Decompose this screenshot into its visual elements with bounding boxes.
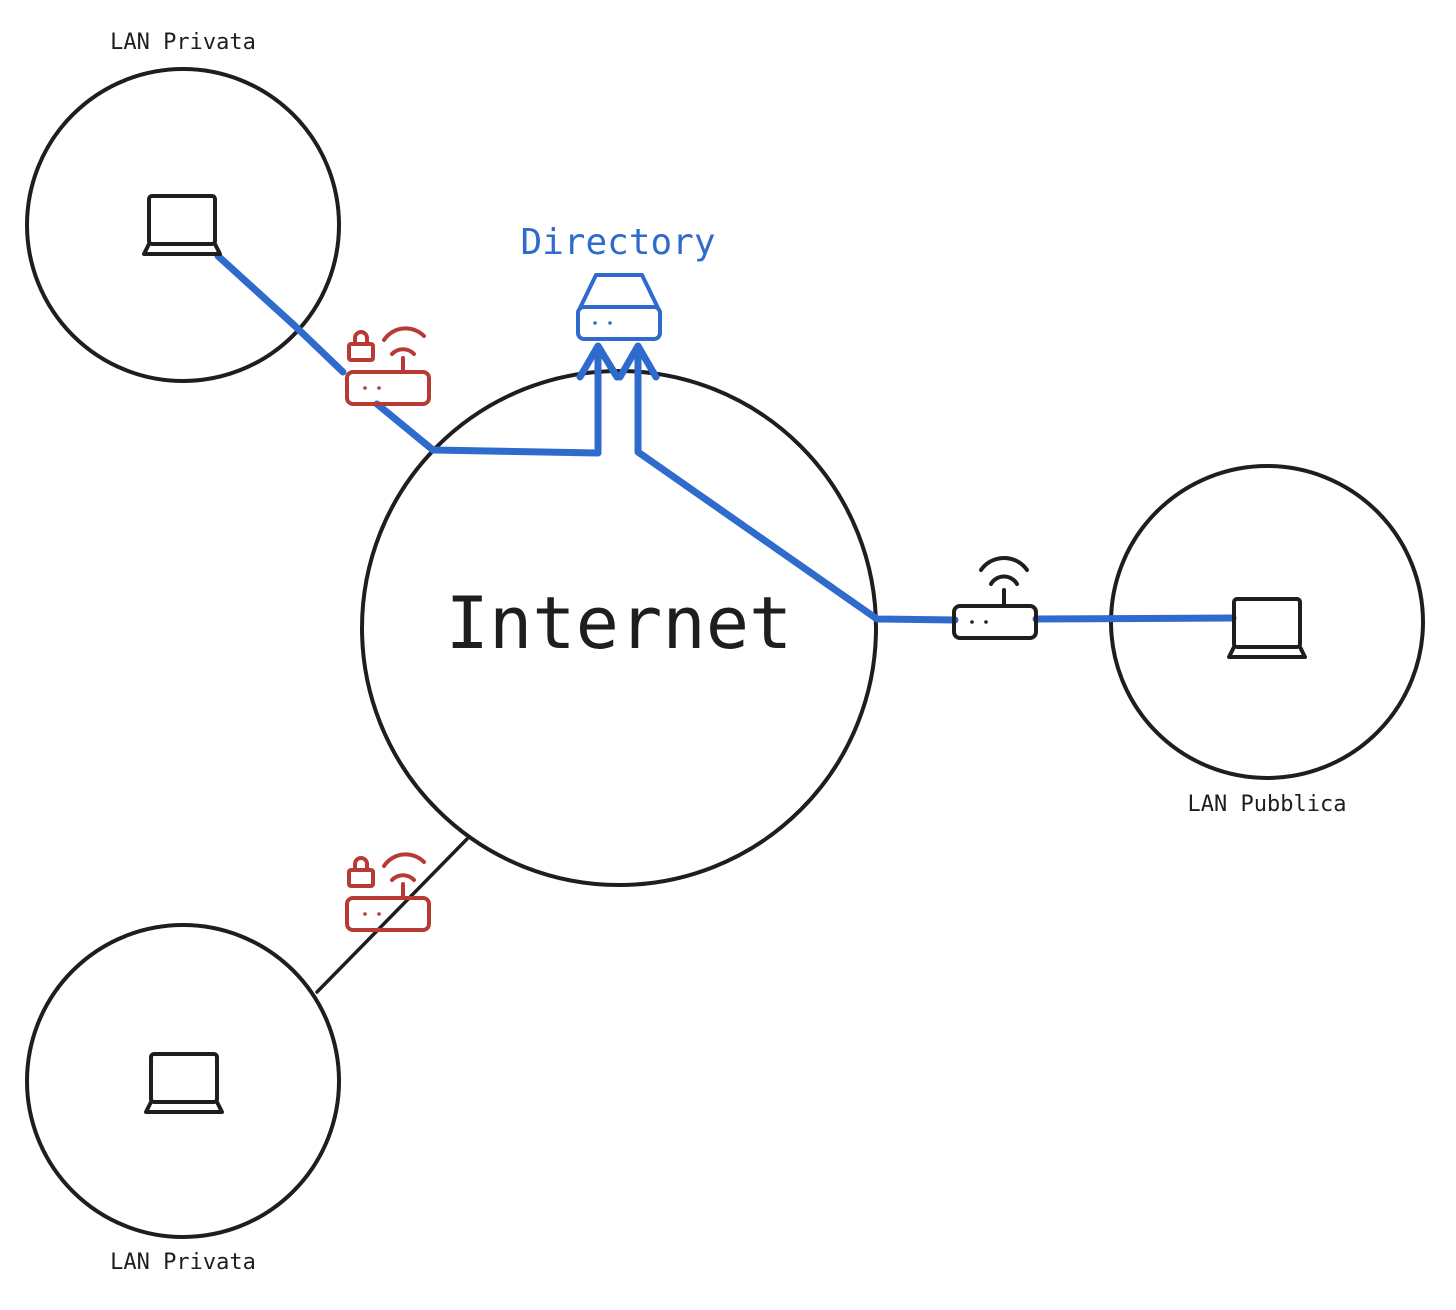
directory-label: Directory [520, 222, 715, 263]
internet-circle [360, 369, 878, 887]
server-icon [576, 273, 662, 341]
arrowhead-left [576, 342, 621, 381]
path-router-to-directory [373, 344, 602, 457]
path-right-lan-to-directory [634, 344, 959, 624]
arrowhead-right [616, 342, 660, 381]
router-icon [952, 556, 1038, 640]
path-top-left-laptop-to-router [214, 252, 347, 376]
lan-top-left-label: LAN Privata [110, 30, 256, 55]
internet-label: Internet [446, 581, 793, 665]
laptop-icon [142, 194, 222, 256]
link-bottom-lan-internet [315, 837, 469, 994]
locked-router-icon [345, 326, 431, 406]
laptop-icon [1227, 597, 1307, 659]
lan-bottom-left-circle [25, 923, 341, 1239]
locked-router-icon [345, 852, 431, 932]
lan-bottom-left-label: LAN Privata [110, 1250, 256, 1275]
lan-top-left-circle [25, 67, 341, 383]
path-public-router-to-laptop [1032, 614, 1237, 623]
lan-right-circle [1109, 464, 1425, 780]
lan-right-label: LAN Pubblica [1188, 792, 1347, 817]
laptop-icon [144, 1052, 224, 1114]
